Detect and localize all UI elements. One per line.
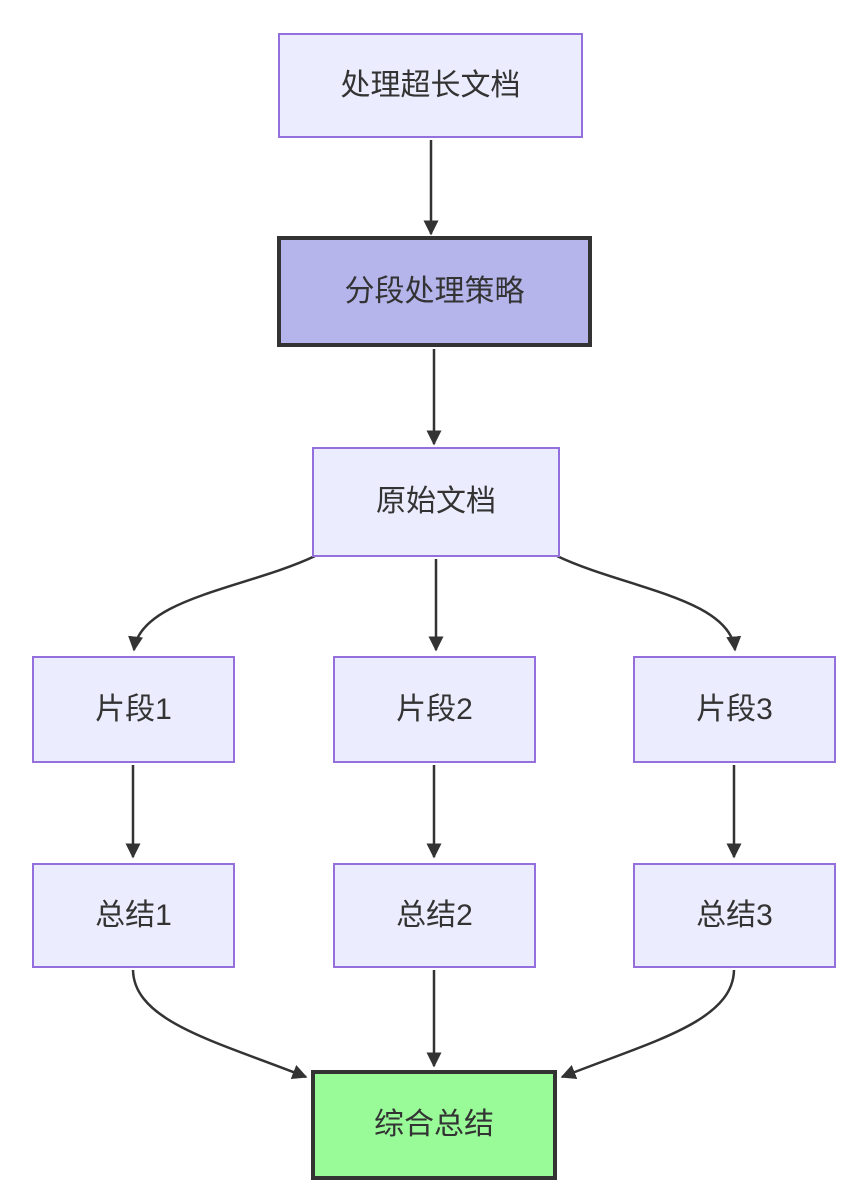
edge-c-to-f <box>556 554 742 652</box>
node-process-long-document: 处理超长文档 <box>278 33 583 138</box>
node-fragment-2: 片段2 <box>333 656 536 763</box>
node-summary-2: 总结2 <box>333 863 536 968</box>
node-label: 综合总结 <box>374 1108 494 1141</box>
edge-g-to-j <box>131 969 308 1079</box>
node-segmentation-strategy: 分段处理策略 <box>277 236 592 347</box>
node-label: 分段处理策略 <box>344 274 525 308</box>
node-label: 片段2 <box>396 692 473 726</box>
node-original-document: 原始文档 <box>312 447 560 557</box>
node-label: 片段3 <box>696 692 773 726</box>
node-label: 处理超长文档 <box>340 68 521 102</box>
node-label: 片段1 <box>95 692 172 726</box>
node-label: 原始文档 <box>376 485 496 518</box>
node-label: 总结2 <box>396 898 473 932</box>
edge-i-to-j <box>560 969 736 1079</box>
node-label: 总结1 <box>95 898 172 932</box>
edge-c-to-d <box>128 554 316 652</box>
node-summary-3: 总结3 <box>633 863 836 968</box>
node-fragment-1: 片段1 <box>32 656 235 763</box>
node-label: 总结3 <box>696 898 773 932</box>
node-summary-1: 总结1 <box>32 863 235 968</box>
node-fragment-3: 片段3 <box>633 656 836 763</box>
node-combined-summary: 综合总结 <box>311 1070 557 1180</box>
